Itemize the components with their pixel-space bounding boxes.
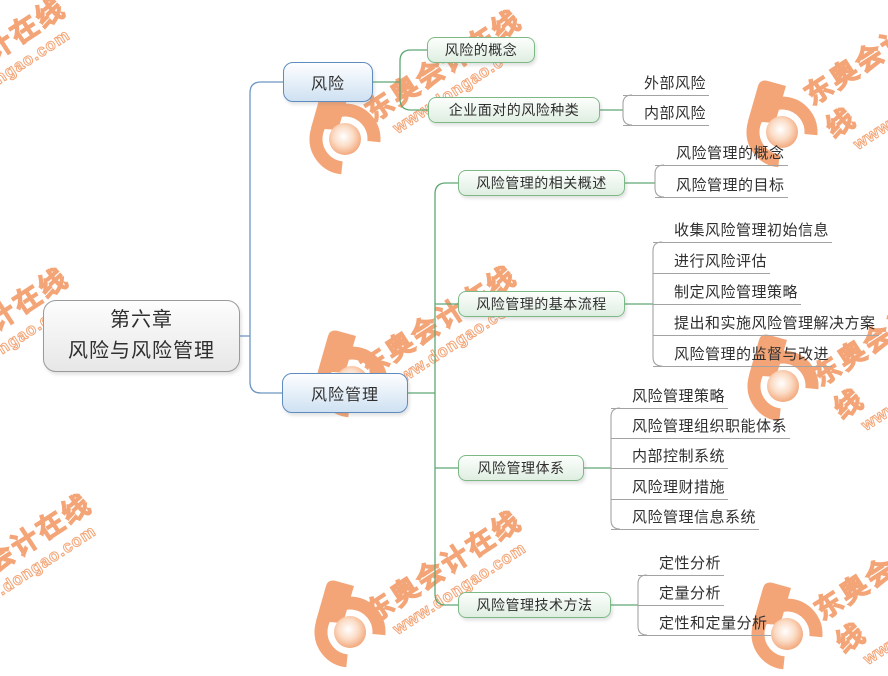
leaf-node[interactable]: 风险管理策略 [611,388,729,409]
node-mgmt-methods[interactable]: 风险管理技术方法 [458,592,611,618]
node-mgmt-system[interactable]: 风险管理体系 [458,455,584,481]
node-mgmt-process[interactable]: 风险管理的基本流程 [458,291,625,317]
leaf-node[interactable]: 收集风险管理初始信息 [653,222,833,243]
leaf-node[interactable]: 制定风险管理策略 [653,284,802,305]
watermark-brand-text: 东奥会计在线 [0,487,98,612]
leaf-node[interactable]: 提出和实施风险管理解决方案 [653,315,879,336]
leaf-node[interactable]: 风险理财措施 [611,479,729,500]
leaf-node[interactable]: 风险管理的概念 [655,145,788,166]
watermark-brand-url: www.dongao.com [860,569,888,669]
leaf-node[interactable]: 风险管理的目标 [655,177,788,198]
leaf-node[interactable]: 定量分析 [638,585,725,606]
watermark-brand-url: www.dongao.com [389,539,530,639]
watermark-brand-text: 东奥会计在线 [799,3,888,144]
node-root[interactable]: 第六章 风险与风险管理 [43,300,240,372]
dongao-logo-icon [746,80,818,168]
node-risk-types[interactable]: 企业面对的风险种类 [428,97,600,123]
node-risk-mgmt[interactable]: 风险管理 [282,373,408,413]
leaf-node[interactable]: 外部风险 [623,75,710,96]
leaf-node[interactable]: 定性分析 [638,555,725,576]
leaf-node[interactable]: 定性和定量分析 [638,615,771,636]
watermark-brand-url: www.dongao.com [0,26,74,126]
node-risk[interactable]: 风险 [283,62,373,102]
watermark-brand-url: www.dongao.com [858,335,888,435]
watermark-brand-text: 东奥会计在线 [355,259,524,384]
node-mgmt-overview[interactable]: 风险管理的相关概述 [458,170,625,196]
leaf-node[interactable]: 内部控制系统 [611,448,729,469]
watermark-brand-url: www.dongao.com [0,522,100,622]
leaf-node[interactable]: 进行风险评估 [653,253,771,274]
leaf-node[interactable]: 风险管理组织职能体系 [611,418,791,439]
watermark-brand-text: 东奥会计在线 [809,518,888,659]
leaf-node[interactable]: 内部风险 [623,105,710,126]
dongao-logo-icon [314,580,386,668]
watermark-brand-url: www.dongao.com [850,54,888,154]
leaf-node[interactable]: 风险管理的监督与改进 [653,346,833,367]
watermark-brand-text: 东奥会计在线 [0,0,72,116]
node-risk-concept[interactable]: 风险的概念 [427,37,535,63]
leaf-node[interactable]: 风险管理信息系统 [611,509,760,530]
